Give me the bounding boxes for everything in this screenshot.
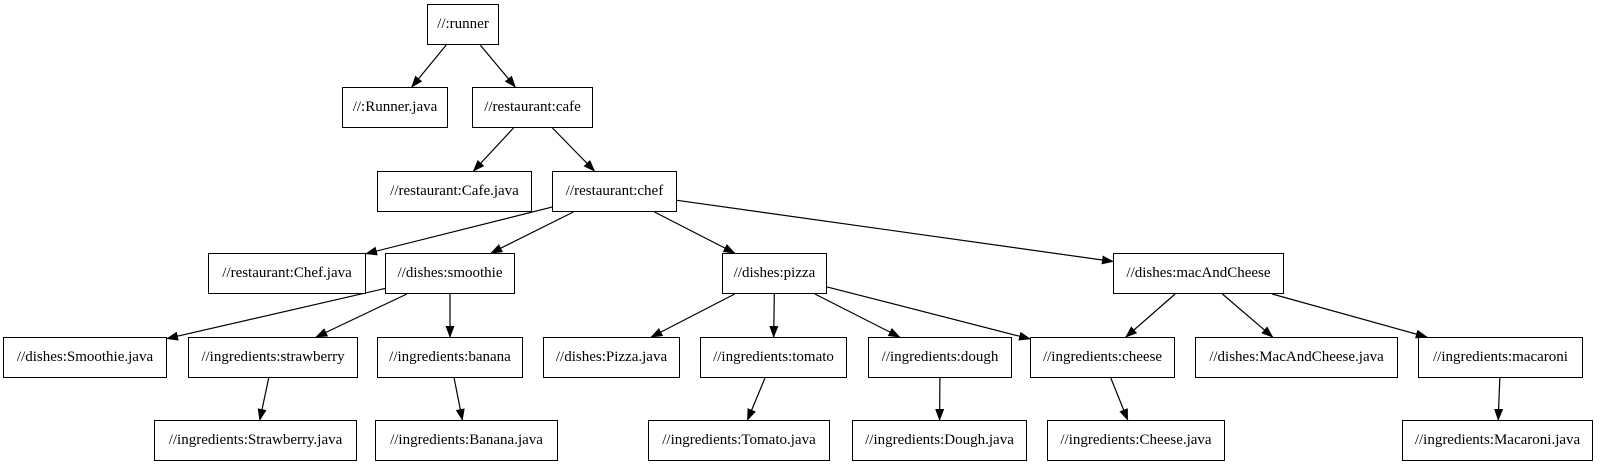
edge-cafe-to-chef [552,127,596,172]
edge-runner-to-cafe [479,44,516,88]
graph-node-label: //dishes:MacAndCheese.java [1209,349,1384,365]
graph-node-label: //dishes:smoothie [397,265,503,281]
graph-node-label: //restaurant:Chef.java [222,265,352,281]
edge-pizza-to-dough [814,293,901,338]
graph-node-label: //ingredients:cheese [1042,349,1163,365]
graph-node-label: //ingredients:strawberry [201,349,345,365]
graph-node-macaroni: //ingredients:macaroni [1418,337,1583,378]
graph-node-tomato_java: //ingredients:Tomato.java [648,420,830,461]
graph-node-dough: //ingredients:dough [868,337,1012,378]
edge-cheese-to-cheese_java [1110,377,1129,421]
edge-tomato-to-tomato_java [746,377,766,421]
graph-node-label: //ingredients:Dough.java [865,432,1014,448]
edge-macaroni-to-macaroni_java [1494,377,1504,421]
graph-node-label: //restaurant:cafe [484,99,581,115]
graph-node-banana_java: //ingredients:Banana.java [375,420,558,461]
graph-node-label: //restaurant:Cafe.java [390,183,519,199]
edge-banana-to-banana_java [453,377,465,421]
graph-node-pizza_java: //dishes:Pizza.java [543,337,680,378]
graph-node-label: //ingredients:Strawberry.java [168,432,343,448]
graph-node-runner_java: //:Runner.java [342,87,448,128]
graph-node-macandcheese_java: //dishes:MacAndCheese.java [1195,337,1398,378]
graph-node-label: //ingredients:Tomato.java [662,432,816,448]
graph-node-label: //dishes:Pizza.java [555,349,668,365]
graph-node-cheese: //ingredients:cheese [1030,337,1175,378]
graph-node-cafe: //restaurant:cafe [472,87,593,128]
graph-node-chef: //restaurant:chef [552,171,677,212]
graph-node-tomato: //ingredients:tomato [700,337,847,378]
edge-macandcheese-to-cheese [1125,293,1176,338]
edge-chef-to-chef_java [365,206,553,256]
graph-node-label: //:Runner.java [352,99,438,115]
graph-node-label: //dishes:pizza [733,265,816,281]
graph-node-smoothie_java: //dishes:Smoothie.java [3,337,167,378]
edge-chef-to-smoothie [490,211,574,254]
edge-macandcheese-to-macandcheese_java [1222,293,1274,338]
edge-chef-to-pizza [654,211,736,254]
graph-node-label: //ingredients:macaroni [1433,349,1568,365]
graph-node-banana: //ingredients:banana [377,337,523,378]
graph-node-macaroni_java: //ingredients:Macaroni.java [1402,420,1593,461]
graph-node-strawberry: //ingredients:strawberry [188,337,358,378]
graph-node-label: //ingredients:Cheese.java [1060,432,1212,448]
graph-node-macandcheese: //dishes:macAndCheese [1113,253,1284,294]
graph-node-label: //ingredients:banana [389,349,511,365]
graph-node-label: //restaurant:chef [565,183,664,199]
graph-node-label: //ingredients:Macaroni.java [1414,432,1581,448]
edge-smoothie-to-smoothie_java [166,287,386,341]
edge-cafe-to-cafe_java [472,127,514,172]
edge-pizza-to-cheese [826,286,1031,341]
edge-runner-to-runner_java [411,44,447,88]
graph-node-label: //dishes:macAndCheese [1126,265,1271,281]
graph-node-label: //ingredients:Banana.java [390,432,543,448]
graph-node-pizza: //dishes:pizza [722,253,827,294]
graph-node-runner: //:runner [427,4,499,45]
edge-strawberry-to-strawberry_java [257,377,270,421]
graph-node-label: //ingredients:tomato [713,349,834,365]
graph-node-cafe_java: //restaurant:Cafe.java [377,171,532,212]
edge-pizza-to-tomato [769,293,779,338]
graph-node-chef_java: //restaurant:Chef.java [208,253,366,294]
edge-smoothie-to-strawberry [315,293,408,338]
edge-pizza-to-pizza_java [650,293,735,338]
graph-node-label: //ingredients:dough [881,349,999,365]
graph-node-strawberry_java: //ingredients:Strawberry.java [154,420,357,461]
edge-macandcheese-to-macaroni [1272,293,1428,339]
graph-node-label: //:runner [437,16,489,32]
graph-node-dough_java: //ingredients:Dough.java [852,420,1027,461]
graph-node-label: //dishes:Smoothie.java [16,349,154,365]
graph-node-cheese_java: //ingredients:Cheese.java [1047,420,1225,461]
graph-node-smoothie: //dishes:smoothie [385,253,515,294]
